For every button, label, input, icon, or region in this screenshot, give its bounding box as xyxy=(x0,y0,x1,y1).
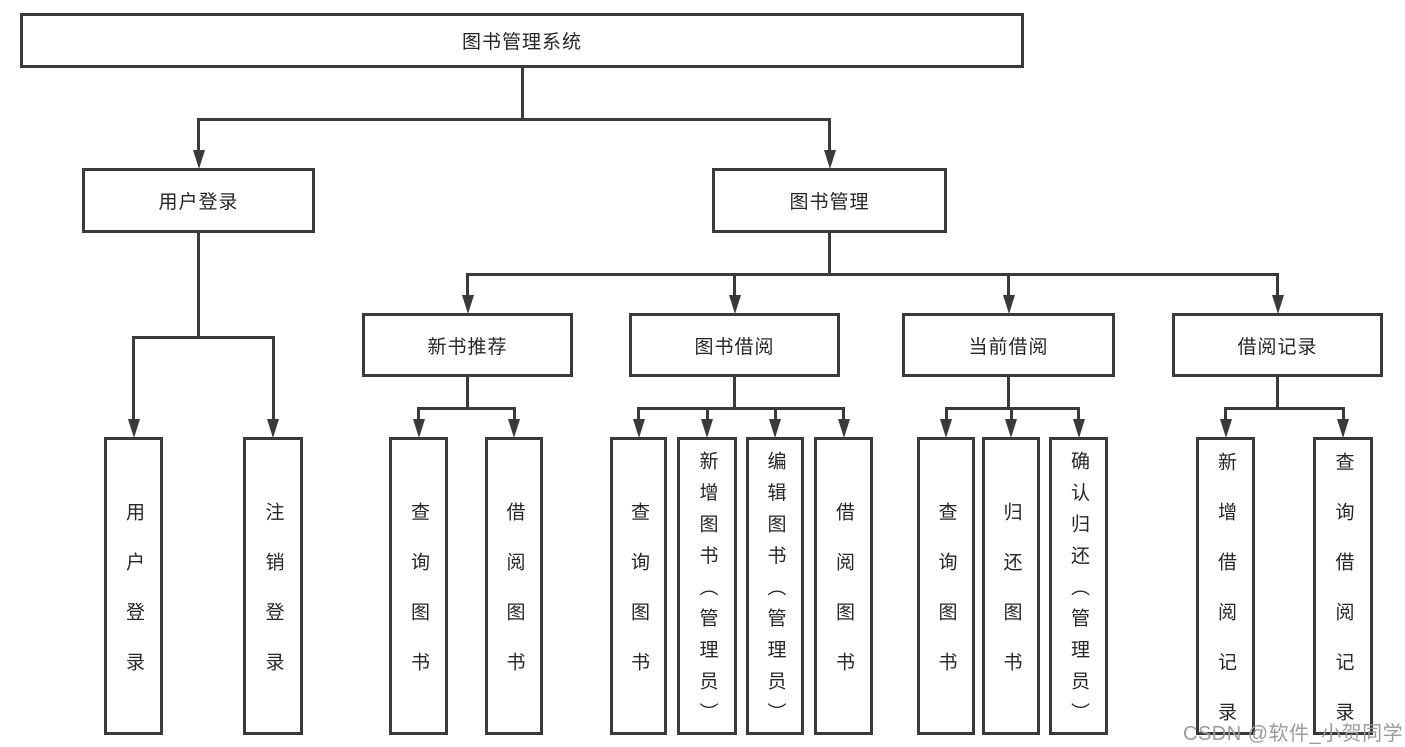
node-label: 当前借阅 xyxy=(968,336,1049,358)
connector-bar xyxy=(466,273,1279,276)
connector-drop xyxy=(733,273,736,296)
node-label: 图书管理 xyxy=(789,192,870,213)
node-leaf-return-book: 归还图书 xyxy=(982,437,1040,735)
arrow-down-icon xyxy=(1072,419,1085,438)
connector-drop xyxy=(1007,273,1010,296)
node-label: 确认归还（管理员） xyxy=(1068,450,1089,734)
connector-drop xyxy=(132,336,135,420)
node-label: 编辑图书（管理员） xyxy=(764,450,786,734)
arrow-down-icon xyxy=(1271,295,1284,314)
connector-drop xyxy=(466,273,469,296)
csdn-watermark: CSDN @软件_小贺同学 xyxy=(1183,723,1404,745)
connector-drop xyxy=(417,407,420,420)
connector-drop xyxy=(842,407,845,420)
node-leaf-query-book-3: 查询图书 xyxy=(917,437,975,735)
arrow-down-icon xyxy=(192,150,205,169)
connector-drop xyxy=(1077,407,1080,420)
node-user-login: 用户登录 xyxy=(82,168,315,233)
node-leaf-borrow-book-2: 借阅图书 xyxy=(814,437,873,735)
connector-stem xyxy=(1007,375,1010,410)
connector-drop xyxy=(512,407,516,420)
arrow-down-icon xyxy=(1005,419,1017,438)
connector-bar xyxy=(637,407,845,410)
node-label: 新书推荐 xyxy=(427,336,508,358)
node-leaf-edit-book: 编辑图书（管理员） xyxy=(746,437,804,735)
arrow-down-icon xyxy=(1002,295,1015,314)
node-leaf-add-book: 新增图书（管理员） xyxy=(677,437,737,735)
connector-drop xyxy=(828,118,831,151)
node-leaf-query-book-1: 查询图书 xyxy=(389,437,448,735)
arrow-down-icon xyxy=(461,295,474,314)
connector-drop xyxy=(773,407,777,420)
node-label: 用户登录 xyxy=(123,501,144,702)
node-label: 借阅图书 xyxy=(833,501,854,702)
node-leaf-user-login: 用户登录 xyxy=(104,437,163,735)
node-new-book-rec: 新书推荐 xyxy=(362,313,573,377)
arrow-down-icon xyxy=(1337,419,1349,438)
arrow-down-icon xyxy=(412,419,425,438)
connector-stem xyxy=(828,231,831,276)
node-label: 注销登录 xyxy=(262,501,284,702)
connector-bar xyxy=(132,336,275,339)
connector-stem xyxy=(1276,375,1279,410)
arrow-down-icon xyxy=(632,419,645,438)
arrow-down-icon xyxy=(823,150,836,169)
node-root: 图书管理系统 xyxy=(20,13,1024,68)
connector-stem xyxy=(197,231,200,339)
node-borrow-record: 借阅记录 xyxy=(1172,313,1383,377)
connector-drop xyxy=(705,407,709,420)
node-leaf-query-book-2: 查询图书 xyxy=(610,437,667,735)
connector-drop xyxy=(197,118,200,151)
arrow-down-icon xyxy=(127,419,140,438)
node-label: 借阅记录 xyxy=(1237,336,1318,358)
arrow-down-icon xyxy=(728,295,741,314)
node-current-borrow: 当前借阅 xyxy=(902,313,1115,377)
node-label: 归还图书 xyxy=(1000,501,1022,702)
connector-drop xyxy=(944,407,948,420)
node-leaf-confirm-return: 确认归还（管理员） xyxy=(1049,437,1108,735)
node-leaf-add-record: 新增借阅记录 xyxy=(1196,437,1255,747)
node-label: 图书借阅 xyxy=(694,336,775,358)
connector-bar xyxy=(1224,407,1345,410)
node-label: 图书管理系统 xyxy=(461,32,582,53)
node-book-mgmt: 图书管理 xyxy=(712,168,947,233)
connector-stem xyxy=(520,66,524,121)
connector-stem xyxy=(733,375,736,410)
node-label: 新增借阅记录 xyxy=(1215,451,1236,747)
node-book-borrow: 图书借阅 xyxy=(629,313,840,377)
connector-drop xyxy=(1276,273,1279,296)
node-leaf-logout: 注销登录 xyxy=(243,437,303,735)
node-leaf-query-record: 查询借阅记录 xyxy=(1313,437,1373,747)
connector-drop xyxy=(637,407,640,420)
node-label: 查询图书 xyxy=(628,501,649,702)
arrow-down-icon xyxy=(267,419,279,438)
node-label: 查询图书 xyxy=(935,501,957,702)
connector-drop xyxy=(271,336,275,420)
node-label: 新增图书（管理员） xyxy=(696,450,718,734)
connector-drop xyxy=(1009,407,1013,420)
arrow-down-icon xyxy=(769,419,781,438)
arrow-down-icon xyxy=(940,419,952,438)
node-label: 查询图书 xyxy=(408,501,429,702)
node-label: 查询借阅记录 xyxy=(1332,451,1354,747)
node-label: 用户登录 xyxy=(158,192,239,213)
connector-drop xyxy=(1224,407,1227,420)
arrow-down-icon xyxy=(508,419,520,438)
connector-bar xyxy=(197,118,831,121)
node-label: 借阅图书 xyxy=(503,501,525,702)
arrow-down-icon xyxy=(837,419,850,438)
connector-bar xyxy=(417,407,516,410)
connector-drop xyxy=(1341,407,1345,420)
arrow-down-icon xyxy=(701,419,713,438)
connector-stem xyxy=(466,375,469,410)
arrow-down-icon xyxy=(1219,419,1232,438)
node-leaf-borrow-book-1: 借阅图书 xyxy=(485,437,543,735)
